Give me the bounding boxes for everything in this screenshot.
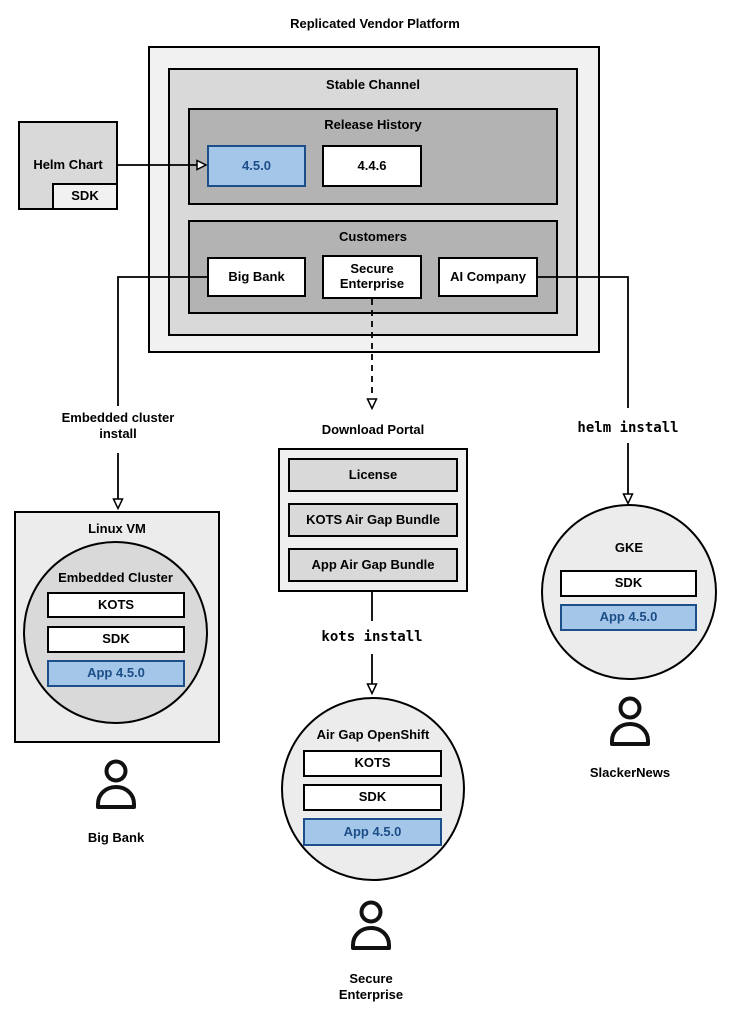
user-icon [610, 696, 650, 746]
edge-label-embedded-cluster-install: Embedded cluster install [61, 410, 175, 442]
portal-item-license: License [288, 458, 458, 492]
customer-node-secure-enterprise: Secure Enterprise [322, 255, 422, 299]
arrowhead-down-icon [622, 493, 634, 506]
helm-chart-sdk-node: SDK [52, 183, 118, 210]
portal-item-app-airgap-bundle: App Air Gap Bundle [288, 548, 458, 582]
user-icon [351, 900, 391, 950]
customer-node-big-bank: Big Bank [207, 257, 306, 297]
embedded-cluster-label: Embedded Cluster [58, 570, 173, 585]
gke-title: GKE [614, 540, 644, 555]
gke-sdk-node: SDK [560, 570, 697, 597]
linux-vm-kots-node: KOTS [47, 592, 185, 618]
linux-vm-app-node: App 4.5.0 [47, 660, 185, 687]
edge-label-kots-install: kots install [321, 629, 423, 645]
user-label-slackernews: SlackerNews [589, 765, 671, 780]
platform-title: Replicated Vendor Platform [290, 16, 460, 31]
arrowhead-down-icon [112, 498, 124, 511]
airgap-openshift-title: Air Gap OpenShift [316, 727, 430, 742]
openshift-sdk-node: SDK [303, 784, 442, 811]
linux-vm-title: Linux VM [88, 521, 146, 536]
linux-vm-sdk-node: SDK [47, 626, 185, 653]
user-label-secure-enterprise: Secure Enterprise [338, 971, 404, 1003]
release-node-4-5-0: 4.5.0 [207, 145, 306, 187]
user-label-big-bank: Big Bank [87, 830, 145, 845]
customer-node-ai-company: AI Company [438, 257, 538, 297]
gke-app-node: App 4.5.0 [560, 604, 697, 631]
customers-label: Customers [339, 229, 407, 244]
portal-item-kots-airgap-bundle: KOTS Air Gap Bundle [288, 503, 458, 537]
release-node-4-4-6: 4.4.6 [322, 145, 422, 187]
arrowhead-down-icon [366, 683, 378, 696]
stable-channel-label: Stable Channel [326, 77, 420, 92]
download-portal-title: Download Portal [321, 422, 425, 437]
openshift-app-node: App 4.5.0 [303, 818, 442, 846]
user-icon [96, 759, 136, 809]
arrowhead-down-icon [366, 398, 378, 411]
release-history-label: Release History [324, 117, 422, 132]
helm-chart-label: Helm Chart [33, 157, 103, 172]
edge-label-helm-install: helm install [577, 420, 679, 436]
openshift-kots-node: KOTS [303, 750, 442, 777]
